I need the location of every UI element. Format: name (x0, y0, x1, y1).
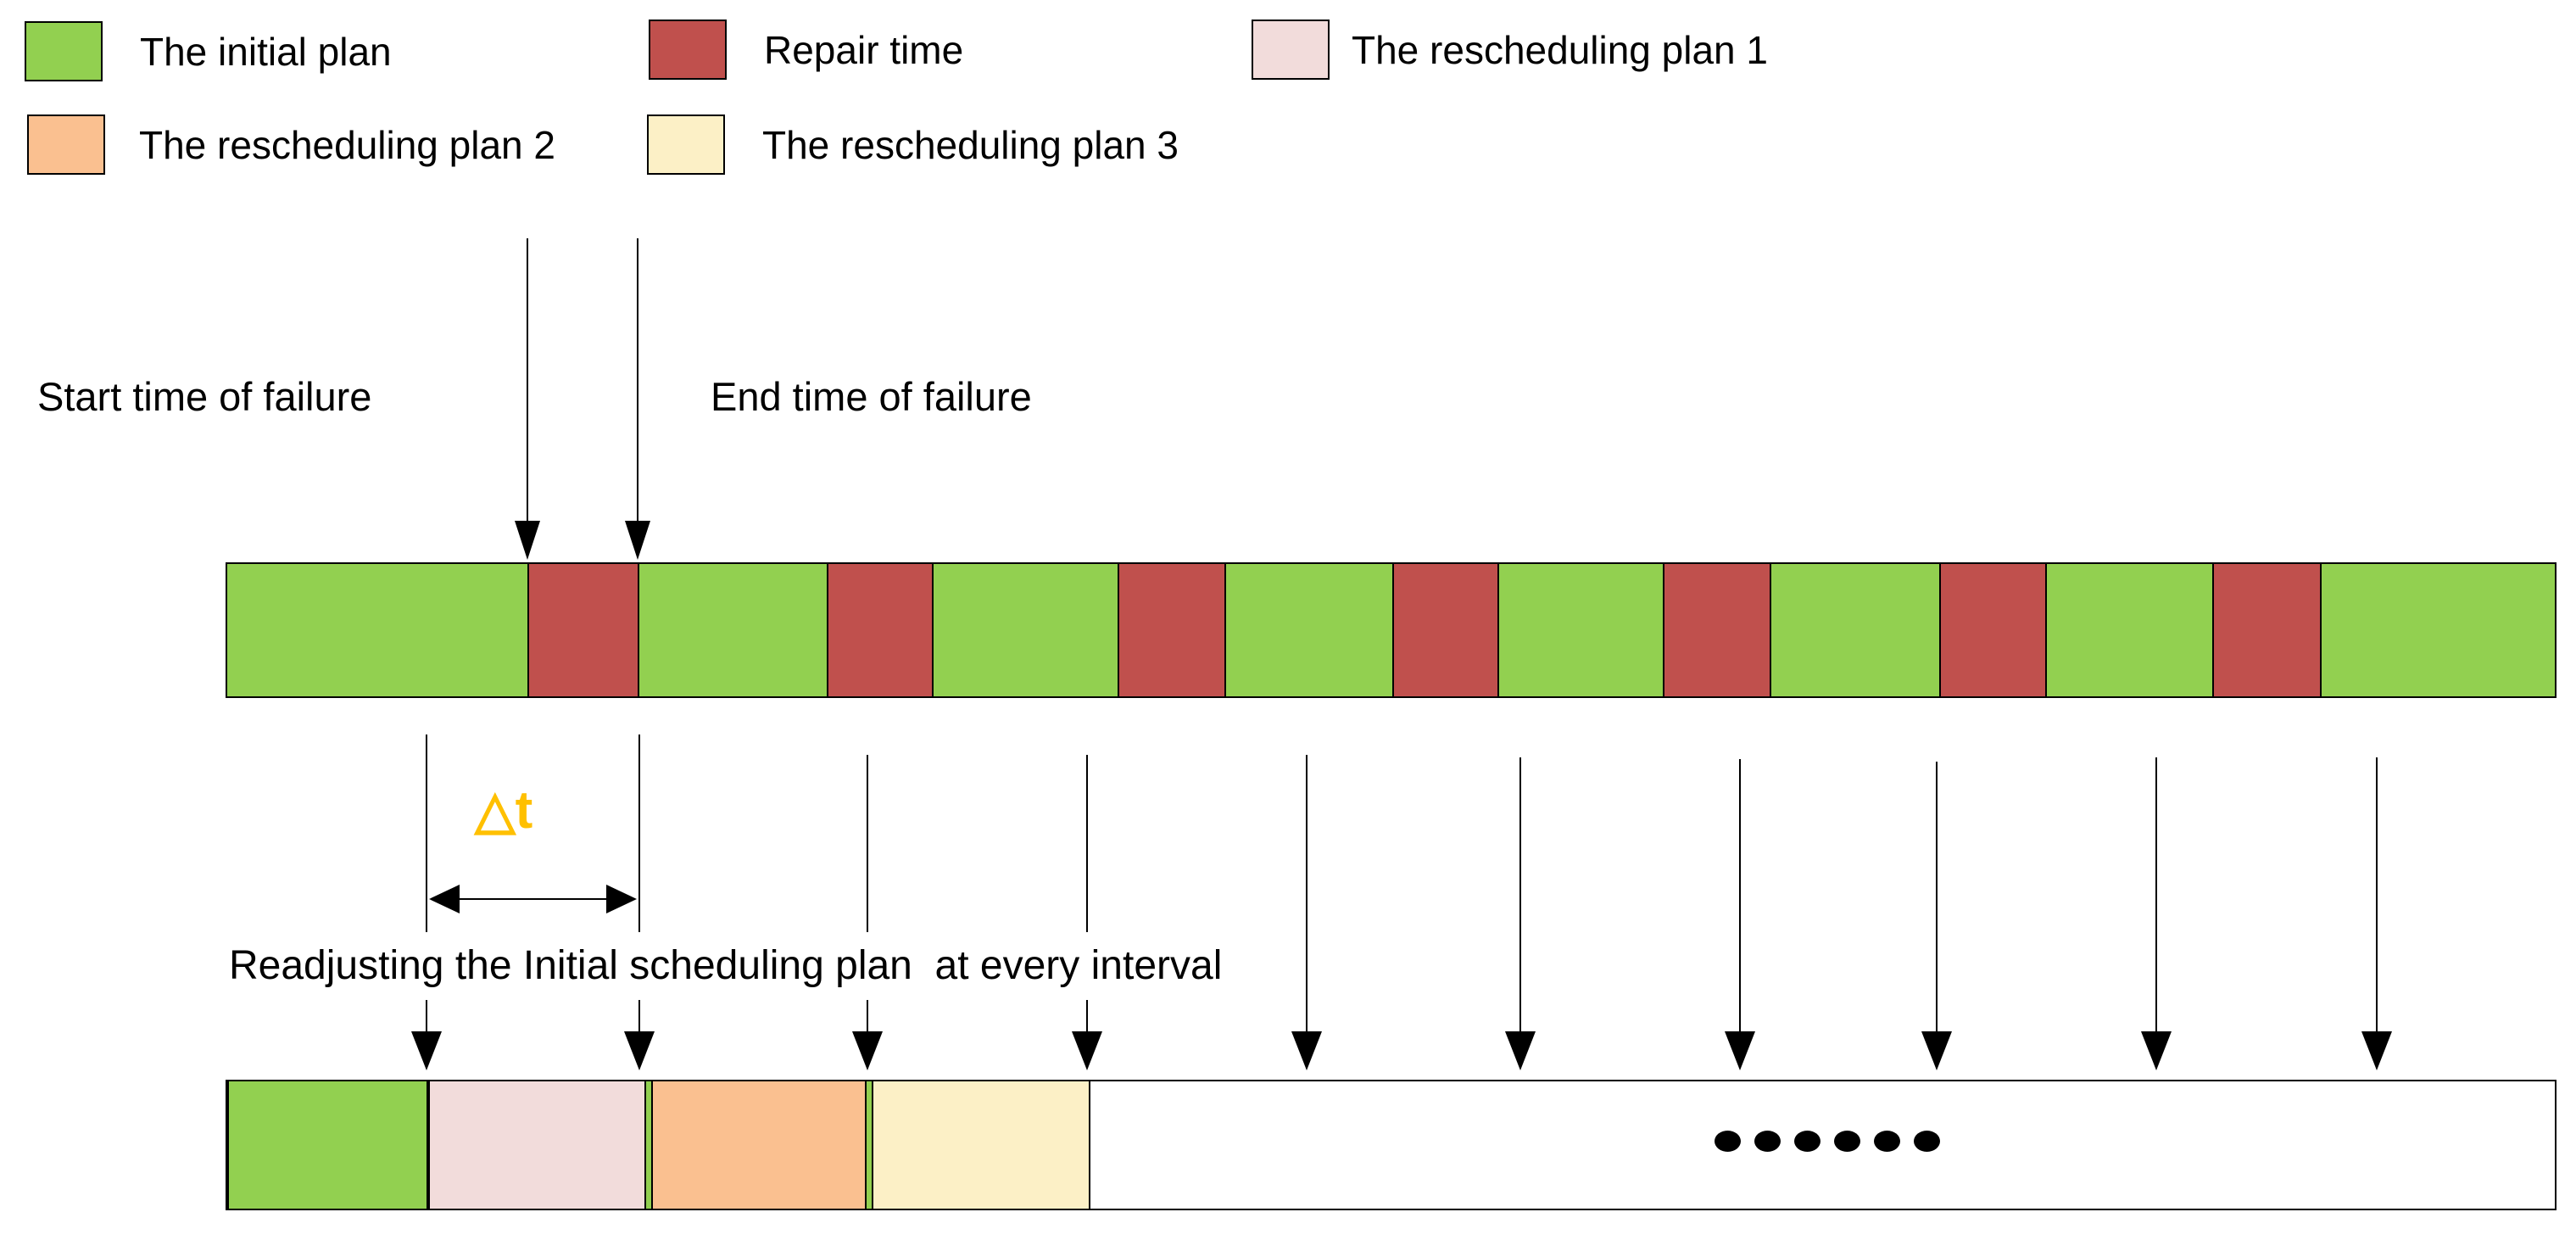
rescheduling-plan-2-segment (651, 1081, 867, 1209)
legend-label: Repair time (764, 27, 964, 72)
legend-label: The rescheduling plan 1 (1352, 27, 1768, 72)
rescheduling-plan-3-segment (872, 1081, 1090, 1209)
rescheduling-bar (226, 1080, 2556, 1210)
legend-label: The rescheduling plan 2 (139, 122, 555, 167)
legend-item-rescheduling-plan-3: The rescheduling plan 3 (647, 115, 1179, 175)
dot (1754, 1131, 1781, 1152)
readjust-caption: Readjusting the Initial scheduling plan … (217, 932, 1235, 1000)
initial-plan-swatch (25, 21, 103, 81)
start-time-of-failure-label: Start time of failure (37, 374, 372, 419)
rescheduling-plan-1-swatch (1252, 20, 1330, 80)
rescheduling-plan-3-swatch (647, 115, 725, 175)
legend-label: The rescheduling plan 3 (762, 122, 1179, 167)
repair-time-segment (1663, 564, 1771, 696)
legend-item-initial-plan: The initial plan (25, 21, 392, 81)
legend-item-rescheduling-plan-2: The rescheduling plan 2 (27, 115, 555, 175)
dot (1914, 1131, 1940, 1152)
dot (1874, 1131, 1900, 1152)
repair-time-swatch (649, 20, 727, 80)
legend-label: The initial plan (140, 29, 392, 74)
repair-time-segment (1392, 564, 1499, 696)
rescheduling-plan-2-swatch (27, 115, 105, 175)
green-sliver (646, 1081, 651, 1209)
dot (1834, 1131, 1860, 1152)
repair-time-segment (827, 564, 934, 696)
legend-item-rescheduling-plan-1: The rescheduling plan 1 (1252, 20, 1768, 80)
ellipsis-dots (1715, 1131, 1954, 1152)
initial-plan-bar (226, 562, 2556, 698)
dot (1794, 1131, 1820, 1152)
repair-time-segment (527, 564, 639, 696)
repair-time-segment (1118, 564, 1226, 696)
repair-time-segment (1939, 564, 2047, 696)
delta-t-label: △t (475, 781, 533, 840)
dot (1715, 1131, 1741, 1152)
initial-plan-segment (227, 1081, 428, 1209)
rescheduling-plan-1-segment (428, 1081, 646, 1209)
repair-time-segment (2212, 564, 2322, 696)
green-sliver (867, 1081, 872, 1209)
legend-item-repair-time: Repair time (649, 20, 963, 80)
end-time-of-failure-label: End time of failure (711, 374, 1032, 419)
